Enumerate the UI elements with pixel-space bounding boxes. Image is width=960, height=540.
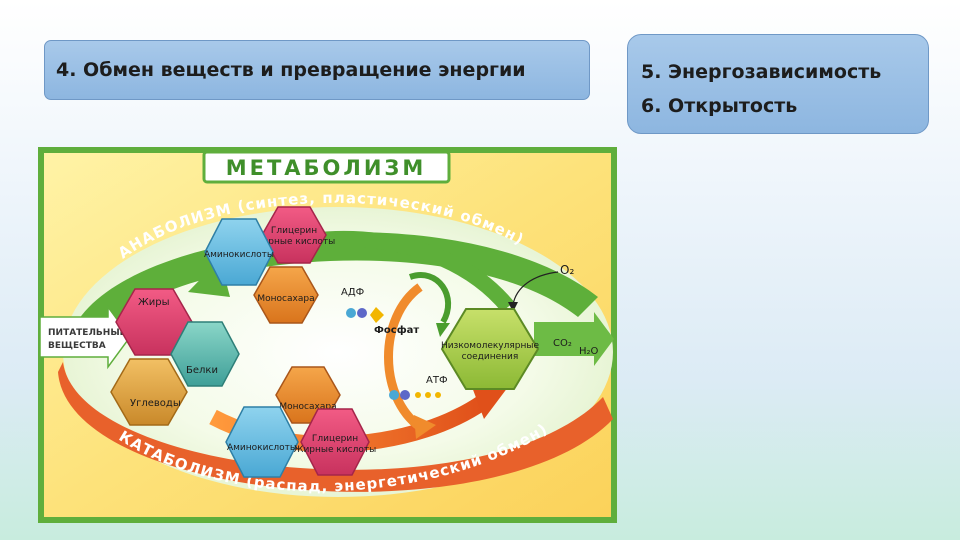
proteins-label: Белки <box>186 365 218 376</box>
lowmol-1: Низкомолекулярные <box>441 341 540 351</box>
h2o-label: H₂O <box>579 346 599 357</box>
hex-low-molecular <box>440 308 540 390</box>
bottom-glycerol-1: Глицерин <box>312 434 358 444</box>
atp-label: АТФ <box>426 375 448 386</box>
hex-bottom-amino <box>225 406 299 478</box>
nutrients-label-2: ВЕЩЕСТВА <box>48 341 106 351</box>
sun-icon <box>370 307 384 323</box>
o2-label: O₂ <box>560 263 574 277</box>
diagram-title: МЕТАБОЛИЗМ <box>226 156 427 180</box>
topic-text: 4. Обмен веществ и превращение энергии <box>56 59 526 81</box>
adp-arrow <box>408 272 452 324</box>
hex-proteins <box>170 321 240 387</box>
title-banner <box>202 150 451 184</box>
nutrients-label-1: ПИТАТЕЛЬНЫЕ <box>48 328 126 338</box>
atp-cycle-arrow <box>384 283 423 431</box>
co2-label: CO₂ <box>553 338 572 349</box>
nutrients-arrow <box>39 304 131 370</box>
anabolism-band <box>68 232 598 347</box>
top-amino: Аминокислоты <box>204 250 274 260</box>
top-glycerol-2: Жирные кислоты <box>253 237 336 247</box>
carbs-label: Углеводы <box>130 398 181 409</box>
hex-top-amino <box>204 218 274 286</box>
topic-line-openness: 6. Открытость <box>641 95 798 117</box>
metabolism-diagram: МЕТАБОЛИЗМ АНАБОЛИЗМ (синтез, пластическ… <box>38 147 617 523</box>
top-glycerol-1: Глицерин <box>271 226 317 236</box>
fats-label: Жиры <box>138 297 170 308</box>
bottom-glycerol-2: Жирные кислоты <box>294 445 377 455</box>
bottom-mono: Моносахара <box>279 402 336 412</box>
top-mono: Моносахара <box>257 294 314 304</box>
topic-box-metabolism: 4. Обмен веществ и превращение энергии <box>44 40 590 100</box>
topic-box-energy-openness: 5. Энергозависимость 6. Открытость <box>627 34 929 134</box>
adp-label: АДФ <box>341 287 365 298</box>
hex-bottom-glycerol <box>300 408 370 476</box>
catabolism-band <box>58 362 613 492</box>
hex-top-mono <box>253 266 319 324</box>
output-arrow <box>534 312 614 366</box>
lowmol-2: соединения <box>462 352 519 362</box>
bottom-amino: Аминокислоты <box>227 443 297 453</box>
hex-carbs <box>110 358 188 426</box>
phosphate-label: Фосфат <box>374 324 419 336</box>
topic-line-energy-dependence: 5. Энергозависимость <box>641 61 882 83</box>
